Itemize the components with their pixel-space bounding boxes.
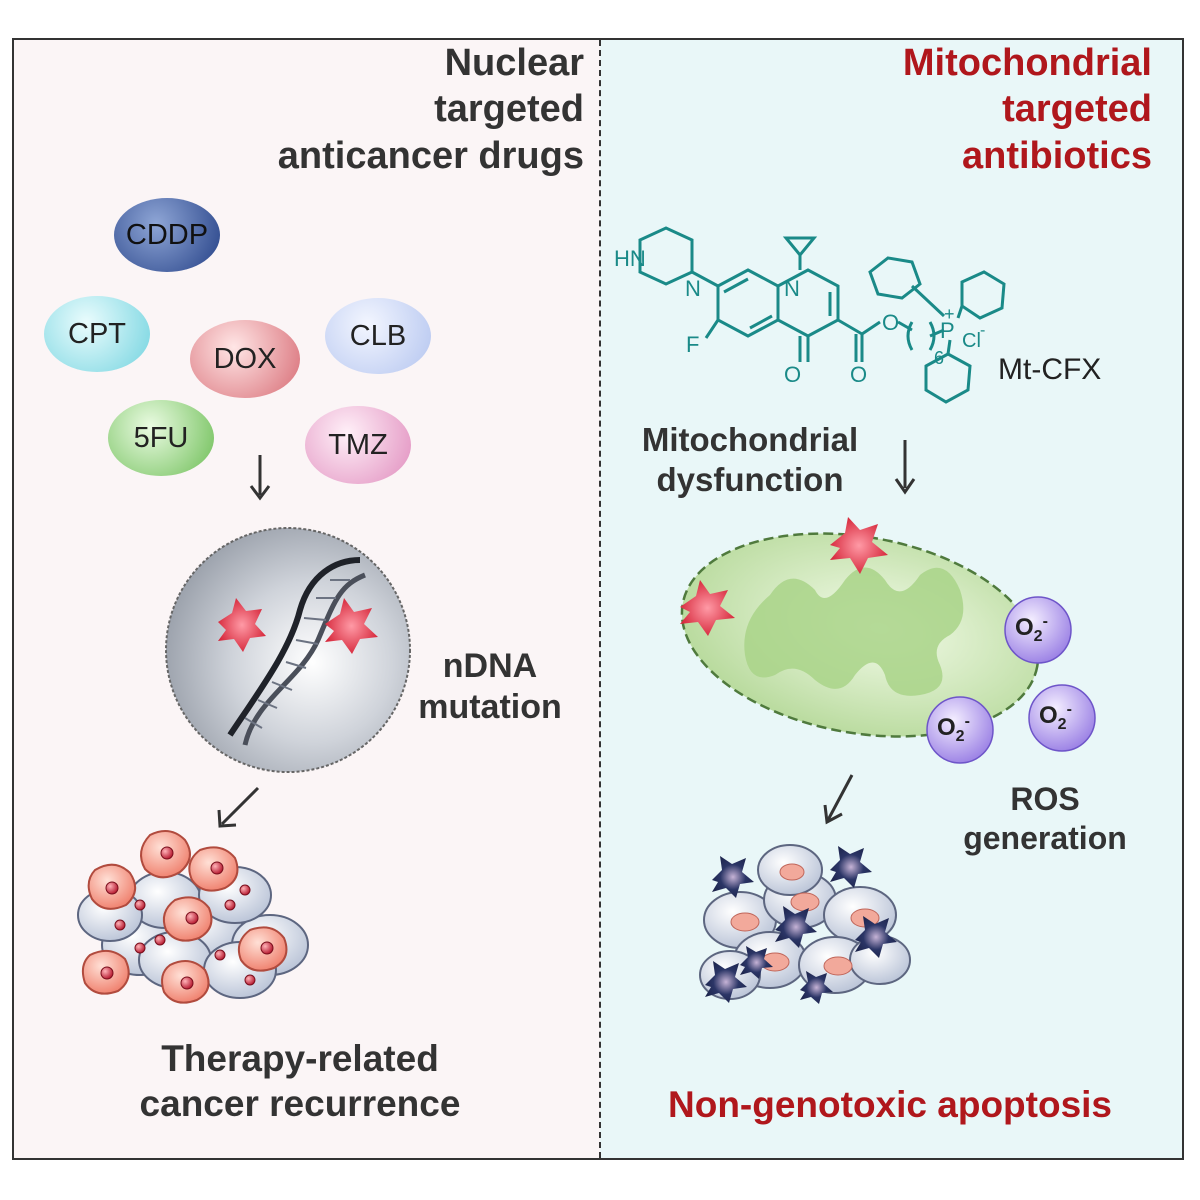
chloride-charge: - — [980, 322, 986, 339]
atom-n-piperazine: N — [685, 276, 701, 301]
o2-sub: 2 — [1057, 715, 1067, 733]
o2-o: O — [937, 714, 956, 741]
drug-tmz: TMZ — [305, 406, 411, 484]
atom-p: P — [940, 318, 955, 343]
dysfunction-line-1: Mitochondrial — [641, 421, 859, 458]
left-outcome-label: Therapy-related cancer recurrence — [90, 1036, 510, 1126]
flow-arrows — [217, 440, 916, 828]
atom-n-quinolone: N — [784, 276, 800, 301]
nucleus-illustration — [165, 527, 411, 773]
superoxide-label-3: O2- — [1039, 700, 1072, 734]
mitochondrion — [680, 517, 1040, 738]
o2-sub: 2 — [1033, 627, 1043, 645]
drug-5fu: 5FU — [108, 400, 214, 476]
ndna-line-1: nDNA — [442, 647, 538, 685]
o2-o: O — [1015, 614, 1034, 641]
drug-cddp: CDDP — [114, 198, 220, 272]
atom-o-keto: O — [784, 362, 802, 387]
right-title-line-2: targeted — [1002, 88, 1152, 131]
tumor-cell-cluster — [77, 830, 309, 1004]
ndna-mutation-label: nDNA mutation — [400, 646, 580, 729]
right-outcome-label: Non-genotoxic apoptosis — [668, 1084, 1112, 1125]
drug-clb: CLB — [325, 298, 431, 374]
superoxide-spheres — [926, 596, 1096, 764]
left-outcome-line-1: Therapy-related — [161, 1038, 439, 1079]
o2-charge: - — [1042, 613, 1048, 630]
left-outcome-line-2: cancer recurrence — [139, 1083, 461, 1125]
atom-o-carbonyl: O — [850, 362, 868, 387]
mt-cfx-structure — [638, 226, 1006, 404]
superoxide-label-2: O2- — [937, 712, 970, 746]
ndna-line-2: mutation — [418, 688, 562, 727]
left-title-line-3: anticancer drugs — [277, 134, 584, 177]
left-title-line-2: targeted — [434, 88, 584, 131]
ros-generation-label: ROS generation — [945, 780, 1145, 858]
damage-star-1 — [218, 598, 266, 652]
drug-dox: DOX — [190, 320, 300, 398]
o2-o: O — [1039, 702, 1058, 729]
apoptotic-cell-cluster — [699, 844, 911, 1004]
compound-name: Mt-CFX — [998, 353, 1102, 386]
o2-sub: 2 — [955, 727, 965, 745]
ros-line-1: ROS — [1010, 781, 1080, 817]
chain-subscript: 6 — [934, 348, 945, 368]
mito-dysfunction-label: Mitochondrial dysfunction — [620, 420, 880, 501]
superoxide-label-1: O2- — [1015, 612, 1048, 646]
damage-star-4 — [680, 580, 735, 636]
o2-charge: - — [964, 713, 970, 730]
left-panel-title: Nuclear targeted anticancer drugs — [278, 40, 584, 179]
damage-star-3 — [830, 517, 888, 574]
right-title-line-1: Mitochondrial — [902, 42, 1152, 84]
drug-cpt: CPT — [44, 296, 150, 372]
dysfunction-line-2: dysfunction — [656, 461, 844, 499]
panel-divider — [599, 40, 601, 1158]
atom-f: F — [686, 332, 700, 357]
phosphonium-charge: + — [944, 304, 955, 324]
left-title-line-1: Nuclear — [444, 42, 584, 84]
damage-star-2 — [325, 598, 378, 654]
atom-hn: HN — [614, 246, 646, 271]
right-title-line-3: antibiotics — [961, 134, 1152, 177]
o2-charge: - — [1066, 701, 1072, 718]
atom-cl: Cl — [962, 330, 981, 352]
atom-o-ester: O — [882, 310, 900, 335]
ros-line-2: generation — [963, 820, 1127, 857]
right-panel-title: Mitochondrial targeted antibiotics — [903, 40, 1152, 179]
